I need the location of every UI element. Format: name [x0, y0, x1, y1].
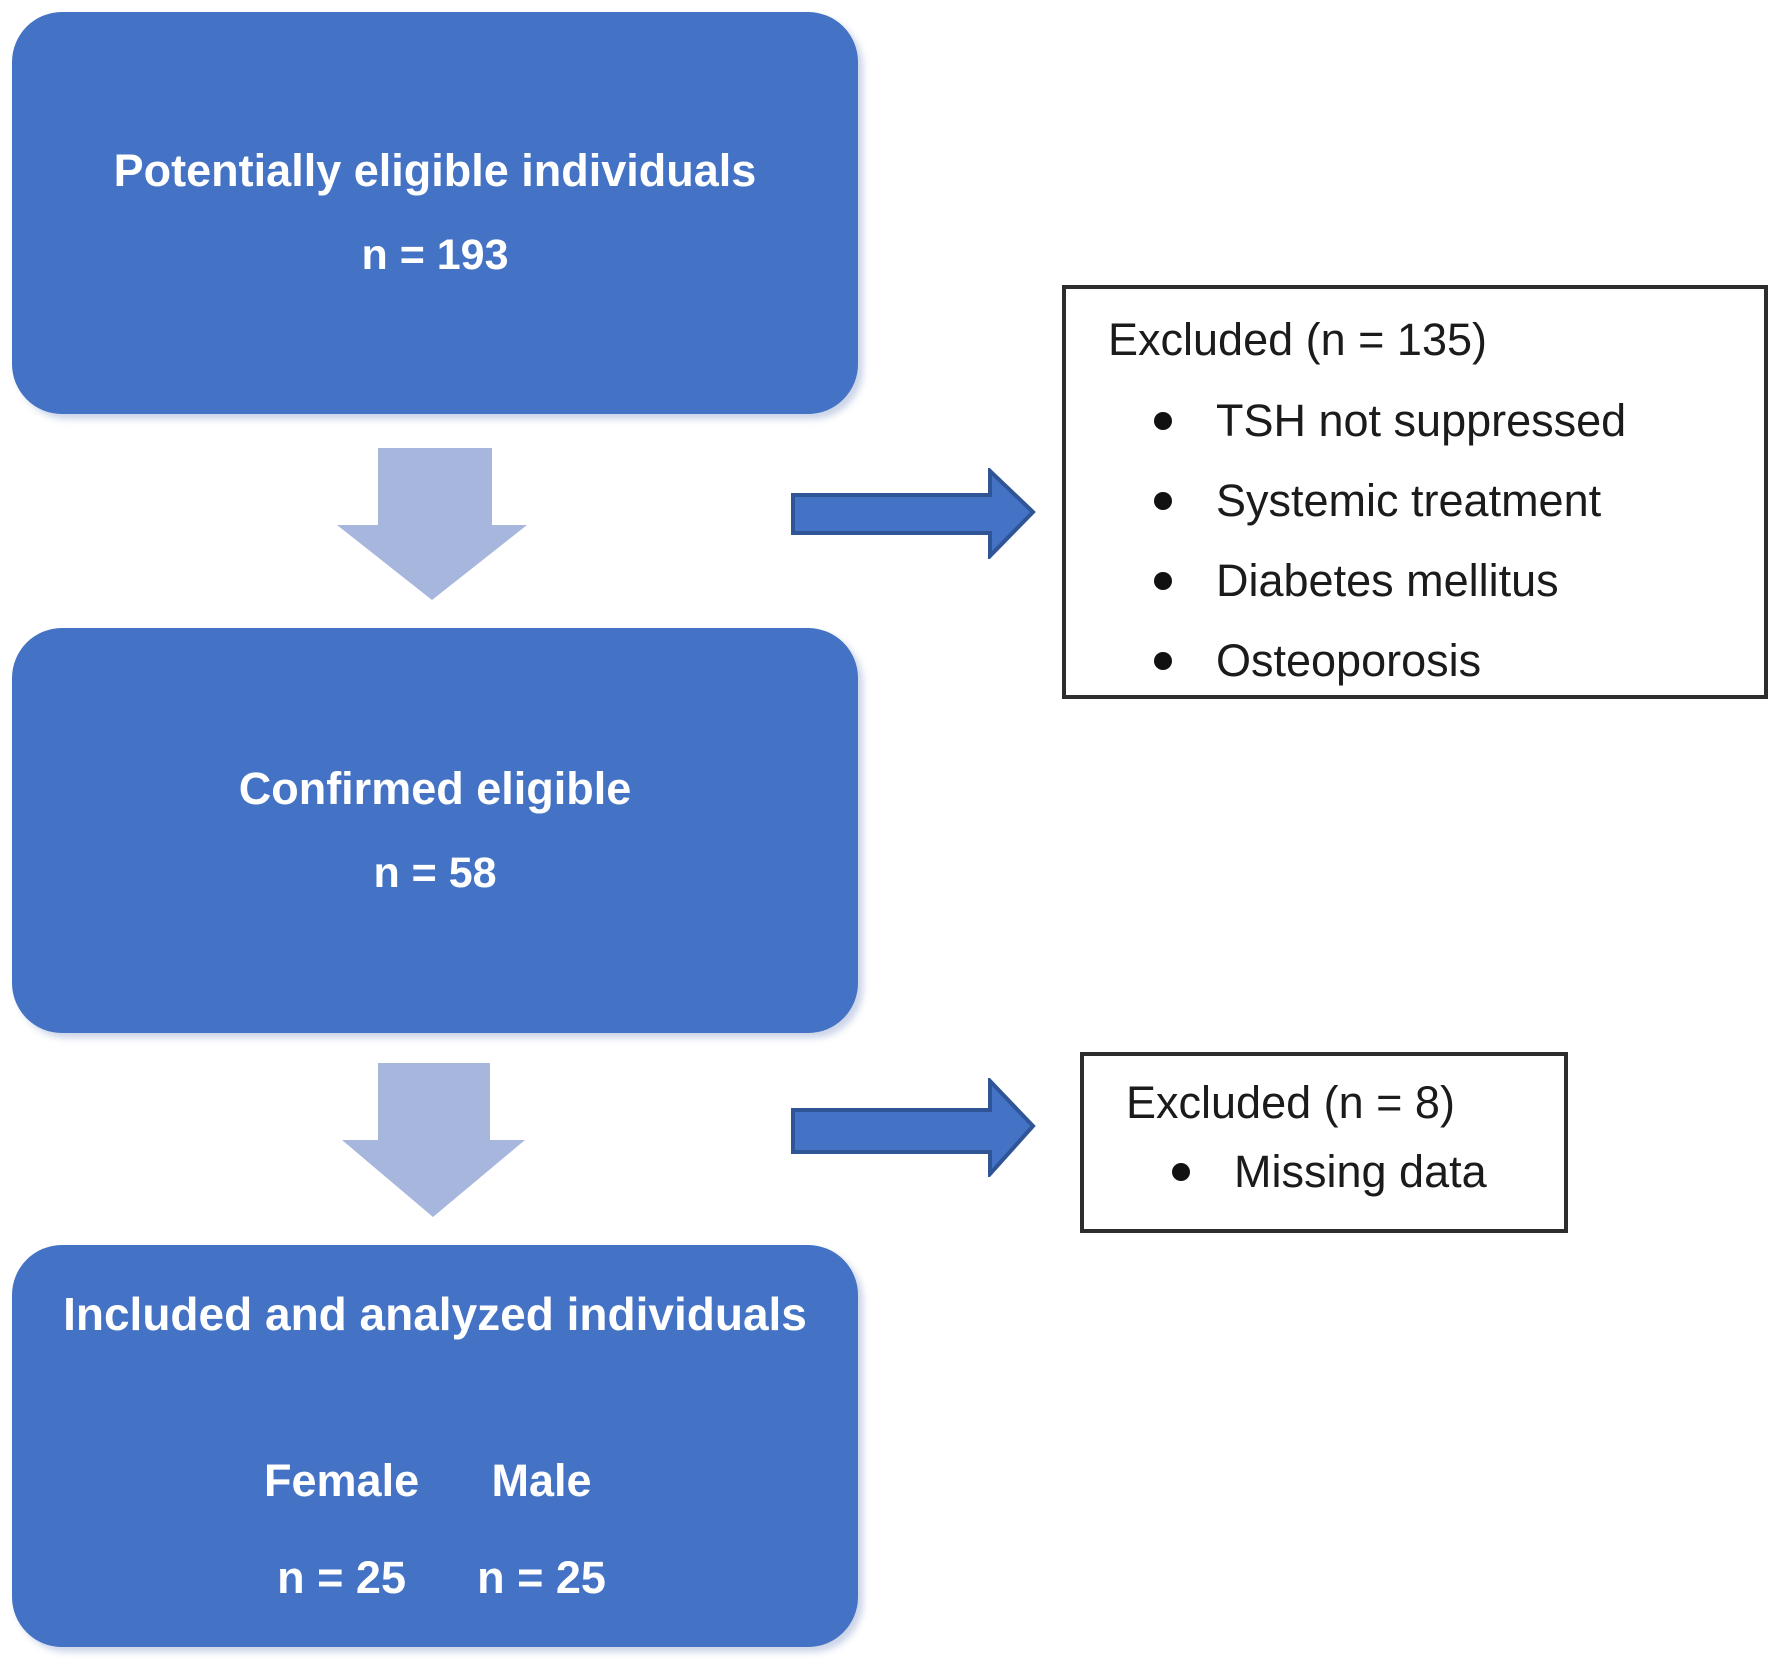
- box-included-analyzed-title: Included and analyzed individuals: [63, 1288, 807, 1340]
- bullet-icon: [1154, 652, 1172, 670]
- down-arrow-shape: [342, 1063, 525, 1217]
- included-groups-grid: Female Male n = 25 n = 25: [264, 1454, 606, 1604]
- right-arrow-shape: [791, 1078, 1036, 1177]
- group-label-female: Female: [264, 1455, 420, 1506]
- group-count-female: n = 25: [277, 1552, 406, 1603]
- box-potentially-eligible-title: Potentially eligible individuals: [113, 145, 757, 196]
- down-arrow-shape: [337, 448, 527, 600]
- list-item: Missing data: [1126, 1144, 1540, 1200]
- list-item: Osteoporosis: [1108, 633, 1740, 689]
- list-item: TSH not suppressed: [1108, 393, 1740, 449]
- bullet-icon: [1154, 412, 1172, 430]
- exclusion-reason: Diabetes mellitus: [1216, 555, 1559, 606]
- excluded-box-1: Excluded (n = 135) TSH not suppressed Sy…: [1062, 285, 1768, 699]
- right-arrow-icon-1: [791, 468, 1036, 559]
- exclusion-reason: Systemic treatment: [1216, 475, 1602, 526]
- exclusion-reason: TSH not suppressed: [1216, 395, 1627, 446]
- down-arrow-icon-1: [337, 448, 527, 600]
- right-arrow-icon-2: [791, 1078, 1036, 1177]
- exclusion-reason: Missing data: [1234, 1146, 1487, 1197]
- box-included-analyzed: Included and analyzed individuals Female…: [12, 1245, 858, 1647]
- down-arrow-icon-2: [342, 1063, 525, 1217]
- box-confirmed-eligible-count: n = 58: [373, 848, 497, 897]
- list-item: Systemic treatment: [1108, 473, 1740, 529]
- list-item: Diabetes mellitus: [1108, 553, 1740, 609]
- box-confirmed-eligible-title: Confirmed eligible: [238, 762, 632, 814]
- bullet-icon: [1154, 492, 1172, 510]
- group-label-male: Male: [491, 1455, 592, 1506]
- box-potentially-eligible: Potentially eligible individuals n = 193: [12, 12, 858, 414]
- box-confirmed-eligible: Confirmed eligible n = 58: [12, 628, 858, 1033]
- box-potentially-eligible-count: n = 193: [361, 231, 509, 279]
- group-count-male: n = 25: [477, 1552, 606, 1603]
- bullet-icon: [1172, 1163, 1190, 1181]
- excluded-box-2: Excluded (n = 8) Missing data: [1080, 1052, 1568, 1233]
- excluded-box-1-header: Excluded (n = 135): [1108, 314, 1487, 365]
- exclusion-reason: Osteoporosis: [1216, 635, 1482, 686]
- excluded-box-2-header: Excluded (n = 8): [1126, 1077, 1455, 1128]
- right-arrow-shape: [791, 468, 1036, 559]
- bullet-icon: [1154, 572, 1172, 590]
